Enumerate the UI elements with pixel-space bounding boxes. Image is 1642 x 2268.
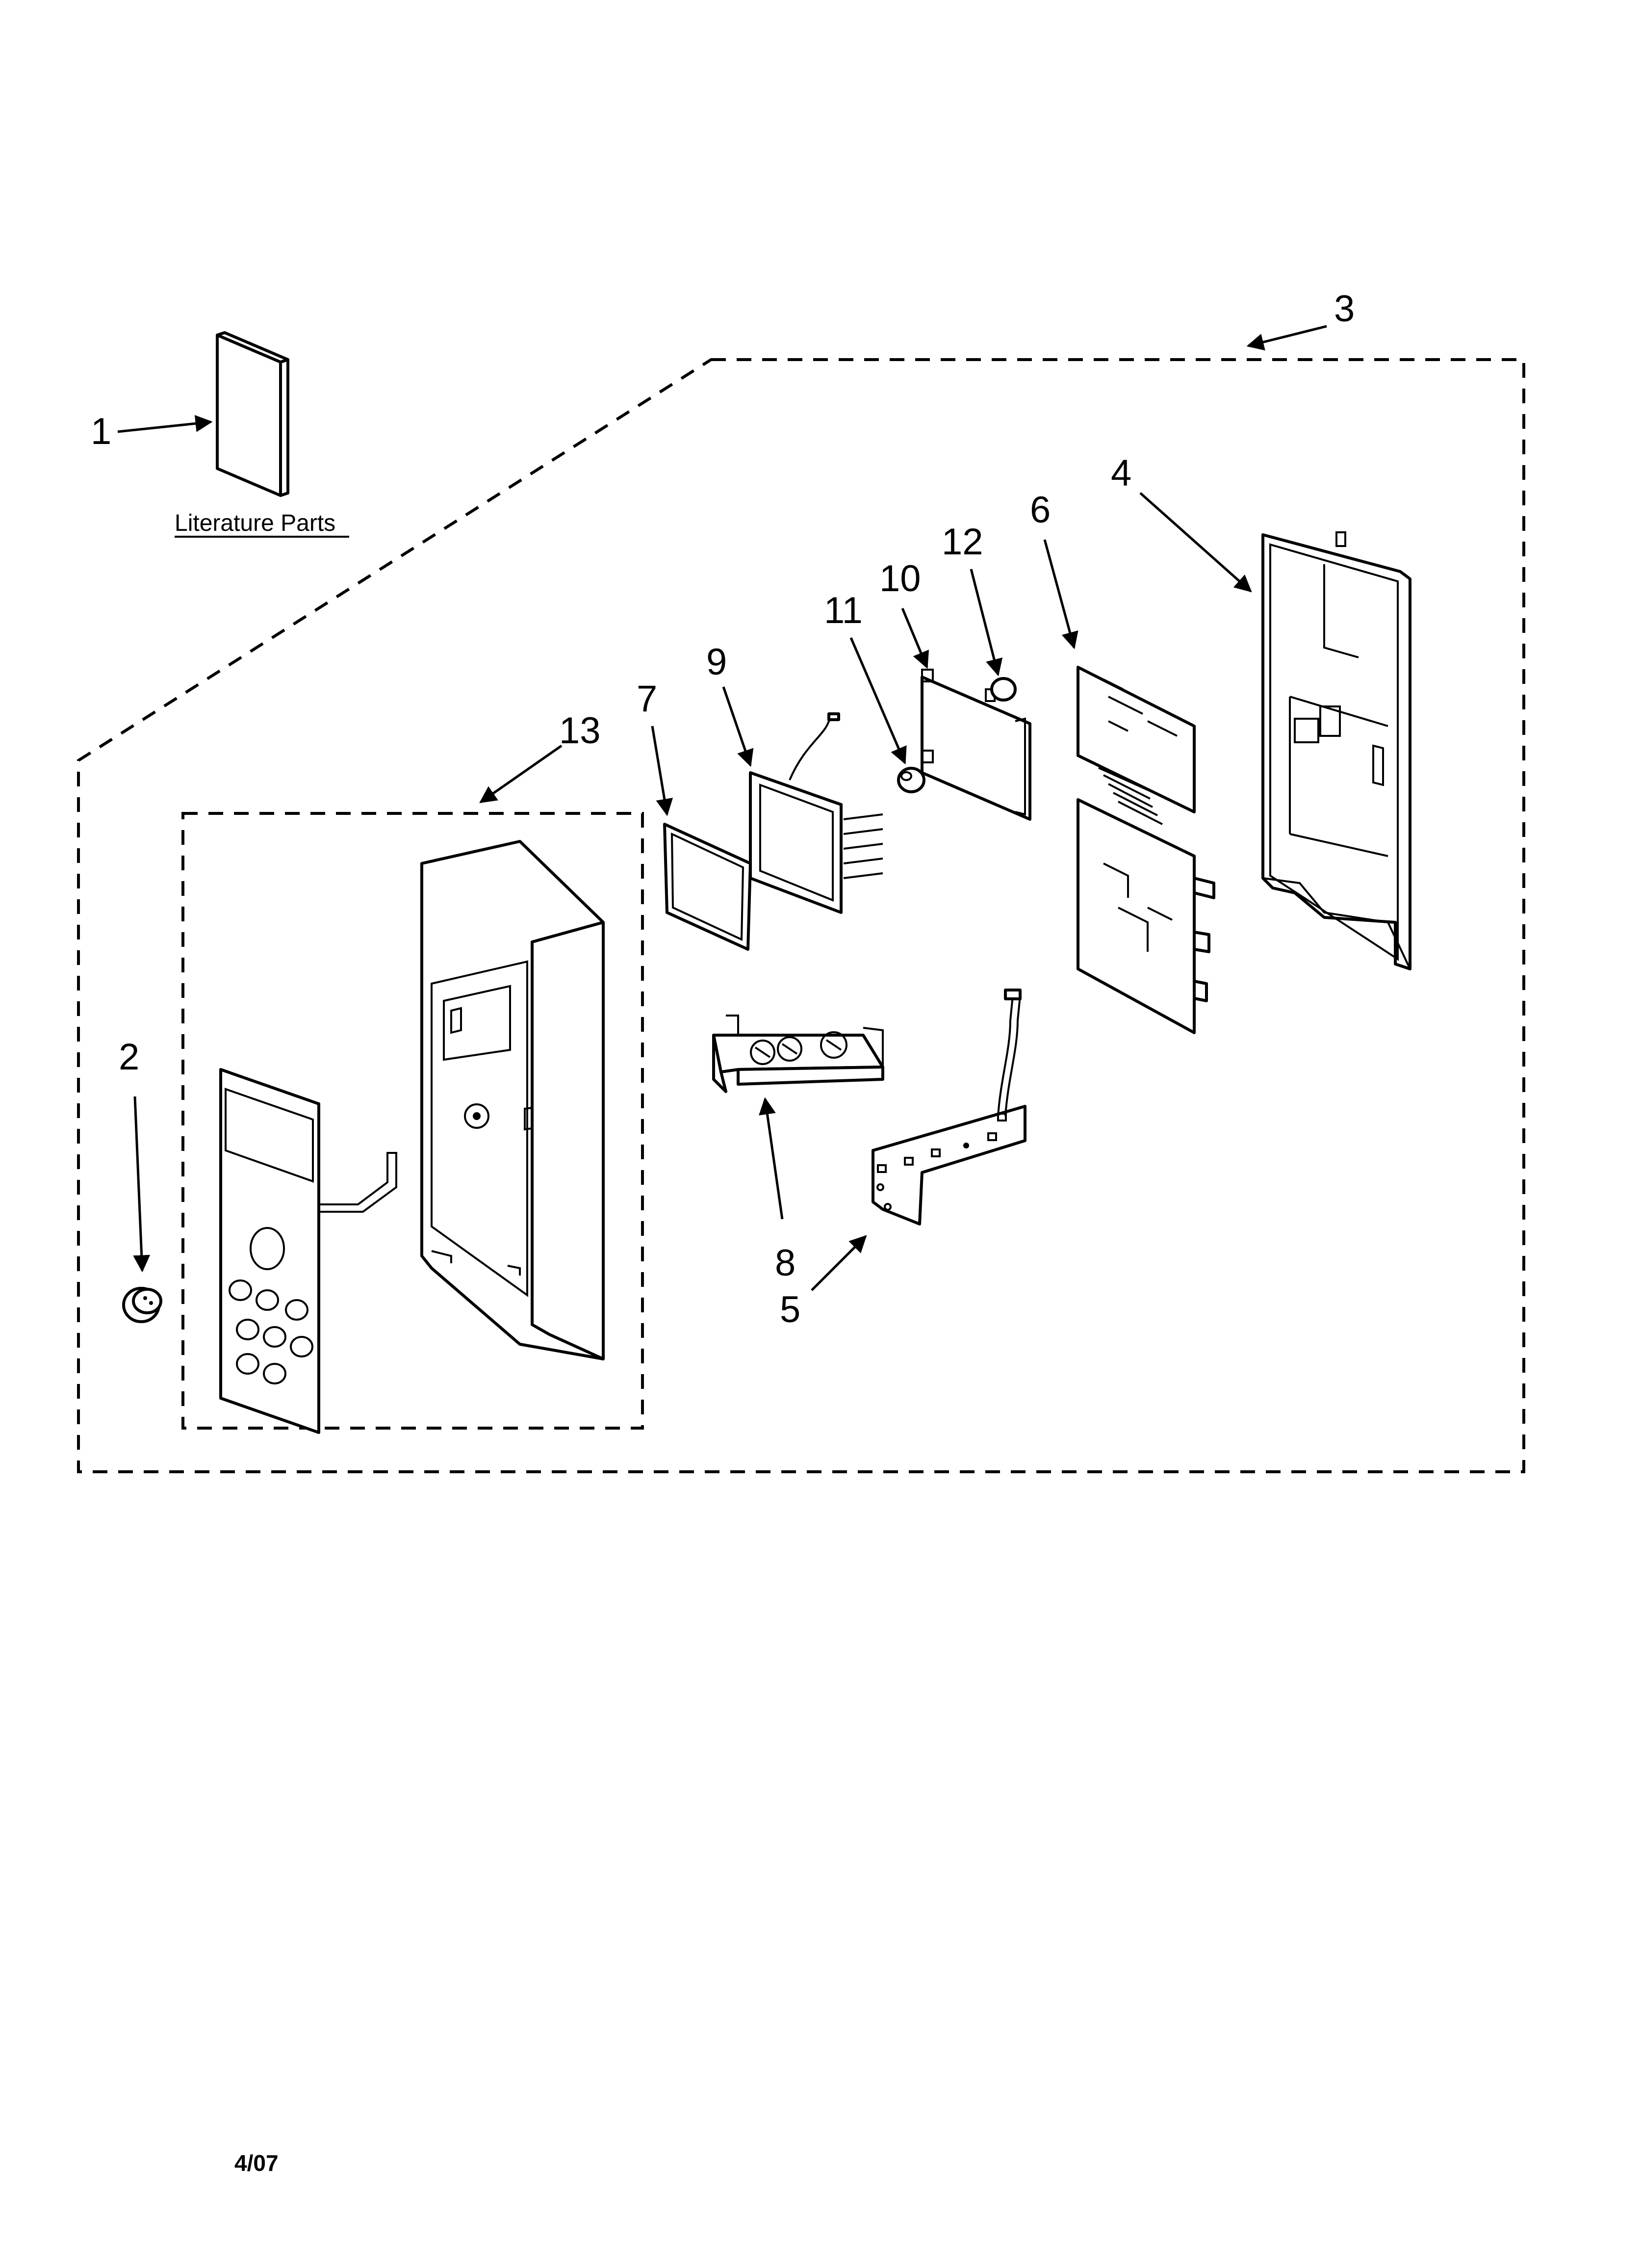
- date-code: 4/07: [234, 2150, 279, 2176]
- display-board-part[interactable]: [921, 669, 1031, 821]
- leader-10: [901, 608, 929, 669]
- leader-7: [651, 726, 673, 816]
- leader-6: [1043, 539, 1078, 650]
- callout-13: 13: [559, 710, 601, 752]
- literature-booklet-part[interactable]: [216, 331, 289, 497]
- keypad-membrane-part[interactable]: [219, 1068, 397, 1434]
- control-panel-housing-part[interactable]: [420, 840, 605, 1360]
- leader-12: [970, 569, 1003, 677]
- callout-1: 1: [91, 411, 111, 452]
- switch-board-part[interactable]: [872, 989, 1026, 1225]
- callout-12: 12: [942, 521, 983, 563]
- callout-5: 5: [780, 1289, 800, 1330]
- window-gasket-part[interactable]: [663, 823, 752, 951]
- button-cap-part[interactable]: [897, 767, 925, 793]
- callout-7: 7: [637, 678, 657, 720]
- knob-part[interactable]: [122, 1287, 162, 1323]
- callout-9: 9: [706, 641, 727, 683]
- subassembly-boundary-outline: [181, 812, 644, 1430]
- callout-11: 11: [824, 590, 863, 631]
- leader-13: [479, 744, 563, 804]
- leader-3: [1246, 325, 1327, 351]
- callout-8: 8: [775, 1242, 795, 1284]
- leader-5: [811, 1235, 867, 1291]
- control-board-assembly-part[interactable]: [1077, 666, 1215, 1034]
- leader-4: [1139, 492, 1252, 593]
- callout-4: 4: [1111, 452, 1131, 494]
- callout-2: 2: [119, 1036, 139, 1078]
- assembly-boundary-outline: [77, 358, 1525, 1473]
- leader-9: [722, 686, 754, 767]
- switch-assembly-part[interactable]: [712, 1015, 884, 1093]
- leader-2: [133, 1096, 151, 1273]
- button-cap-2-part[interactable]: [990, 677, 1017, 702]
- display-window-part[interactable]: [749, 712, 883, 914]
- leader-11: [849, 637, 907, 765]
- leader-1: [117, 415, 213, 433]
- callout-3: 3: [1334, 288, 1355, 330]
- callout-6: 6: [1030, 489, 1051, 531]
- leader-8: [759, 1097, 784, 1220]
- callout-10: 10: [879, 558, 921, 600]
- mounting-bracket-part[interactable]: [1261, 531, 1411, 970]
- literature-parts-label: Literature Parts: [175, 510, 335, 536]
